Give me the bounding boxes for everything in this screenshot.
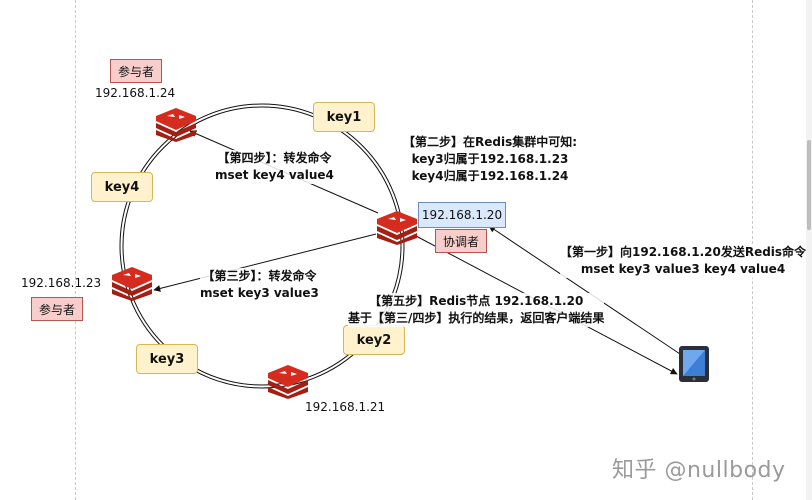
key4-box: key4	[91, 172, 153, 202]
step4-line2: mset key4 value4	[215, 168, 334, 182]
key3-box: key3	[136, 344, 198, 374]
guide-line-left	[75, 0, 76, 500]
scrollbar[interactable]	[806, 0, 812, 500]
scrollbar-thumb[interactable]	[807, 140, 811, 230]
step1-line1: 【第一步】向192.168.1.20发送Redis命令	[560, 245, 807, 259]
step1-note: 【第一步】向192.168.1.20发送Redis命令 mset key3 va…	[560, 244, 807, 278]
step3-line1: 【第三步】：转发命令	[202, 269, 317, 283]
coordinator-ip-box: 192.168.1.20	[418, 202, 506, 228]
step5-line2: 基于【第三/四步】执行的结果，返回客户端结果	[348, 311, 605, 325]
step4-line1: 【第四步】：转发命令	[217, 151, 332, 165]
step3-line2: mset key3 value3	[200, 286, 319, 300]
redis-node-icon-left	[112, 267, 152, 301]
key2-box: key2	[343, 325, 405, 355]
key1-box: key1	[313, 102, 375, 132]
step5-note: 【第五步】Redis节点 192.168.1.20 基于【第三/四步】执行的结果…	[348, 293, 605, 327]
hash-ring-outer	[119, 103, 405, 389]
ip-left: 192.168.1.23	[21, 276, 102, 290]
arrow-step1	[488, 225, 684, 357]
hash-ring-inner	[122, 106, 402, 386]
redis-node-icon-bottom	[268, 365, 308, 399]
ip-top-left: 192.168.1.24	[95, 86, 176, 100]
step3-note: 【第三步】：转发命令 mset key3 value3	[200, 268, 319, 302]
participant-label-left: 参与者	[31, 297, 84, 321]
redis-node-icon-top-left	[156, 108, 196, 142]
watermark: 知乎 @nullbody	[612, 458, 786, 483]
participant-label-top: 参与者	[110, 59, 163, 83]
step2-note: 【第二步】在Redis集群中可知: key3归属于192.168.1.23 ke…	[403, 134, 578, 185]
step2-line2: key3归属于192.168.1.23	[411, 152, 569, 166]
redis-node-icon-coordinator	[377, 211, 417, 245]
step4-note: 【第四步】：转发命令 mset key4 value4	[215, 150, 334, 184]
step5-line1: 【第五步】Redis节点 192.168.1.20	[369, 294, 584, 308]
step2-line3: key4归属于192.168.1.24	[411, 169, 569, 183]
step1-line2: mset key3 value3 key4 value4	[580, 262, 786, 276]
arrow-step3	[153, 233, 377, 292]
coordinator-label: 协调者	[435, 229, 488, 253]
step2-line1: 【第二步】在Redis集群中可知:	[403, 135, 578, 149]
client-tablet-icon	[679, 346, 709, 382]
ip-bottom: 192.168.1.21	[305, 400, 386, 414]
